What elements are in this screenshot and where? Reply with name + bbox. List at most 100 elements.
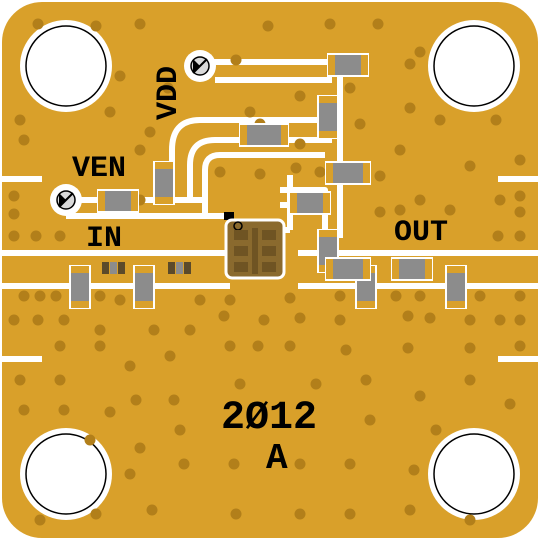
via — [490, 114, 502, 126]
via — [90, 20, 102, 32]
via — [364, 414, 376, 426]
via — [402, 342, 414, 354]
via — [414, 46, 426, 58]
via — [114, 294, 126, 306]
via — [504, 398, 516, 410]
via — [334, 290, 346, 302]
via — [148, 324, 160, 336]
smd-component — [153, 161, 175, 205]
via — [344, 508, 356, 520]
smd-component — [289, 191, 331, 215]
smd-component — [391, 257, 433, 281]
via — [344, 458, 356, 470]
via — [414, 390, 426, 402]
via — [434, 114, 446, 126]
mounting-hole — [428, 428, 520, 520]
via — [164, 350, 176, 362]
via — [404, 504, 416, 516]
via — [114, 70, 126, 82]
mounting-hole — [25, 433, 107, 515]
via — [252, 340, 264, 352]
via — [414, 290, 426, 302]
via — [314, 166, 326, 178]
via — [402, 310, 414, 322]
via — [34, 290, 46, 302]
via — [32, 314, 44, 326]
via — [230, 508, 242, 520]
via — [214, 166, 226, 178]
via — [492, 230, 504, 242]
via — [514, 340, 526, 352]
via — [334, 314, 346, 326]
smd-component — [97, 189, 139, 213]
via — [54, 230, 66, 242]
via — [464, 342, 476, 354]
via — [290, 162, 302, 174]
via — [464, 374, 476, 386]
via — [464, 160, 476, 172]
smd-component — [445, 265, 467, 309]
via — [228, 458, 240, 470]
via — [130, 394, 142, 406]
via — [168, 394, 180, 406]
silkscreen: VDD VEN IN OUT 2Ø12 A — [72, 66, 448, 479]
via — [464, 314, 476, 326]
via — [134, 442, 146, 454]
mounting-hole — [433, 433, 515, 515]
via — [30, 230, 42, 242]
via — [360, 374, 372, 386]
via — [372, 18, 384, 30]
via — [134, 144, 146, 156]
via — [494, 194, 506, 206]
via — [58, 314, 70, 326]
via — [178, 458, 190, 470]
mounting-hole — [428, 20, 520, 112]
via — [514, 314, 526, 326]
smd-component — [239, 123, 289, 147]
via — [58, 404, 70, 416]
in-label: IN — [86, 222, 122, 256]
via — [34, 514, 46, 526]
via — [18, 134, 30, 146]
via — [430, 424, 442, 436]
via — [84, 434, 96, 446]
via — [294, 458, 306, 470]
via — [194, 294, 206, 306]
via — [18, 290, 30, 302]
via — [224, 294, 236, 306]
via — [224, 340, 236, 352]
amplifier-ic — [224, 212, 286, 280]
via — [134, 18, 146, 30]
via — [294, 312, 306, 324]
via — [234, 378, 246, 390]
smd-component — [69, 265, 91, 309]
via — [94, 324, 106, 336]
mounting-hole — [25, 25, 107, 107]
via — [474, 290, 486, 302]
ven-label: VEN — [72, 152, 126, 186]
via — [444, 204, 456, 216]
via — [230, 54, 242, 66]
via — [374, 206, 386, 218]
via — [404, 102, 416, 114]
via — [258, 314, 270, 326]
via-field — [8, 18, 526, 526]
test-pads — [50, 50, 216, 216]
via — [390, 290, 402, 302]
out-label: OUT — [394, 216, 448, 250]
via — [32, 18, 44, 30]
via — [94, 340, 106, 352]
via — [244, 106, 256, 118]
via — [514, 206, 526, 218]
smd-component — [325, 257, 371, 281]
via — [94, 290, 106, 302]
via — [514, 190, 526, 202]
via — [124, 468, 136, 480]
via — [408, 464, 420, 476]
via — [254, 168, 266, 180]
smd-array — [168, 262, 191, 274]
via — [494, 314, 506, 326]
via — [424, 312, 436, 324]
smd-component — [327, 53, 369, 77]
